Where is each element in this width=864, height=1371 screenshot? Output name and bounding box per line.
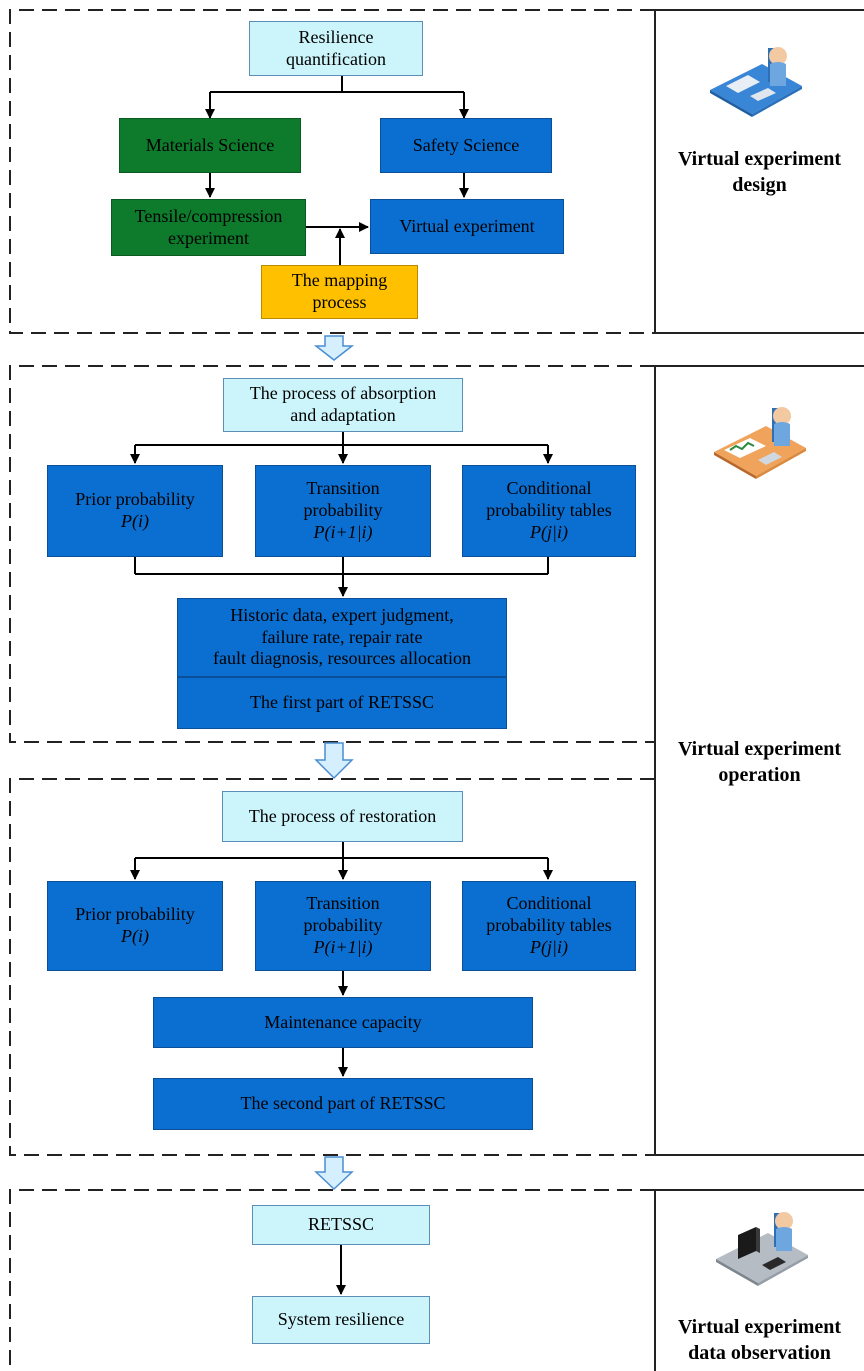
prior-probability-box: Prior probability P(i) [47,465,223,557]
box-text: fault diagnosis, resources allocation [213,648,471,669]
formula-text: P(j|i) [530,521,568,542]
formula-text: P(i) [121,511,149,531]
box-text: experiment [168,227,249,248]
box-text: and adaptation [290,405,396,425]
box-text: Historic data, expert judgment, [230,604,454,625]
label-line: Virtual experiment [677,738,842,760]
label-line: Virtual experiment [677,148,842,170]
box-text: process [312,292,367,312]
box-text: Transition [306,893,380,914]
second-part-retssc-box: The second part of RETSSC [153,1078,533,1130]
conditional-probability-box: Conditional probability tables P(j|i) [462,465,636,557]
formula-text: P(i) [121,926,149,946]
transition-probability-box: Transition probability P(i+1|i) [255,881,431,971]
box-text: quantification [286,48,386,69]
virtual-experiment-box: Virtual experiment [370,199,564,254]
box-text: The second part of RETSSC [240,1093,446,1114]
box-text: The process of restoration [248,805,437,826]
resilience-quantification-box: Resilience quantification [249,21,423,76]
box-text: System resilience [277,1309,405,1330]
stage-frame-observation [9,1189,655,1371]
formula-text: P(i+1|i) [313,936,373,957]
materials-science-box: Materials Science [119,118,301,173]
safety-science-box: Safety Science [380,118,552,173]
box-text: Prior probability [75,904,195,925]
box-text: Conditional [506,478,592,499]
label-line: Virtual experiment [677,1316,842,1338]
down-arrow-icon [314,1156,354,1191]
restoration-process-box: The process of restoration [222,791,463,842]
tensile-compression-box: Tensile/compression experiment [111,199,306,256]
side-panel-observation [654,1189,864,1371]
first-part-retssc-box: The first part of RETSSC [177,677,507,729]
side-label-operation: Virtual experiment operation [655,736,864,788]
formula-text: P(j|i) [530,936,568,957]
absorption-adaptation-box: The process of absorption and adaptation [223,378,463,432]
label-line: operation [718,764,801,786]
side-panel-operation [654,365,864,1156]
side-panels [654,9,864,1371]
system-resilience-box: System resilience [252,1296,430,1344]
box-text: Transition [306,478,380,499]
historic-data-box: Historic data, expert judgment, failure … [177,598,507,677]
mapping-process-box: The mapping process [261,265,418,319]
transition-probability-box: Transition probability P(i+1|i) [255,465,431,557]
person-at-monitor-desk-icon [716,1212,808,1286]
side-label-design: Virtual experiment design [655,146,864,198]
box-text: Prior probability [75,489,195,510]
box-text: Tensile/compression [134,205,283,226]
stage-frame-absorption [9,365,655,743]
prior-probability-box: Prior probability P(i) [47,881,223,971]
arrows [130,76,553,1295]
stage-frame-design [9,9,655,334]
person-at-computer-desk-icon [710,47,802,117]
formula-text: P(i+1|i) [313,521,373,542]
stage-frames [9,9,655,1371]
label-line: design [732,174,787,196]
conditional-probability-box: Conditional probability tables P(j|i) [462,881,636,971]
box-text: Resilience [298,26,374,47]
stage-frame-restoration [9,778,655,1156]
down-arrow-icon [314,742,354,780]
box-text: probability tables [486,500,612,521]
person-at-chart-desk-icon [714,407,806,479]
box-text: The first part of RETSSC [250,692,434,713]
stage-transfer-arrows [313,335,355,1191]
maintenance-capacity-box: Maintenance capacity [153,997,533,1048]
box-text: Maintenance capacity [264,1011,422,1032]
box-text: Materials Science [145,134,275,155]
box-text: Safety Science [412,134,520,155]
box-text: probability tables [486,915,612,936]
box-text: Virtual experiment [399,215,535,236]
retssc-box: RETSSC [252,1205,430,1245]
box-text: The process of absorption [249,383,437,404]
box-text: The mapping [291,270,388,291]
down-arrow-icon [313,335,355,361]
box-text: failure rate, repair rate [261,626,423,647]
box-text: Conditional [506,893,592,914]
side-panel-design [654,9,864,334]
side-label-observation: Virtual experiment data observation [655,1314,864,1366]
box-text: probability [303,915,383,936]
box-text: probability [303,500,383,521]
box-text: RETSSC [307,1214,375,1235]
label-line: data observation [688,1342,831,1364]
